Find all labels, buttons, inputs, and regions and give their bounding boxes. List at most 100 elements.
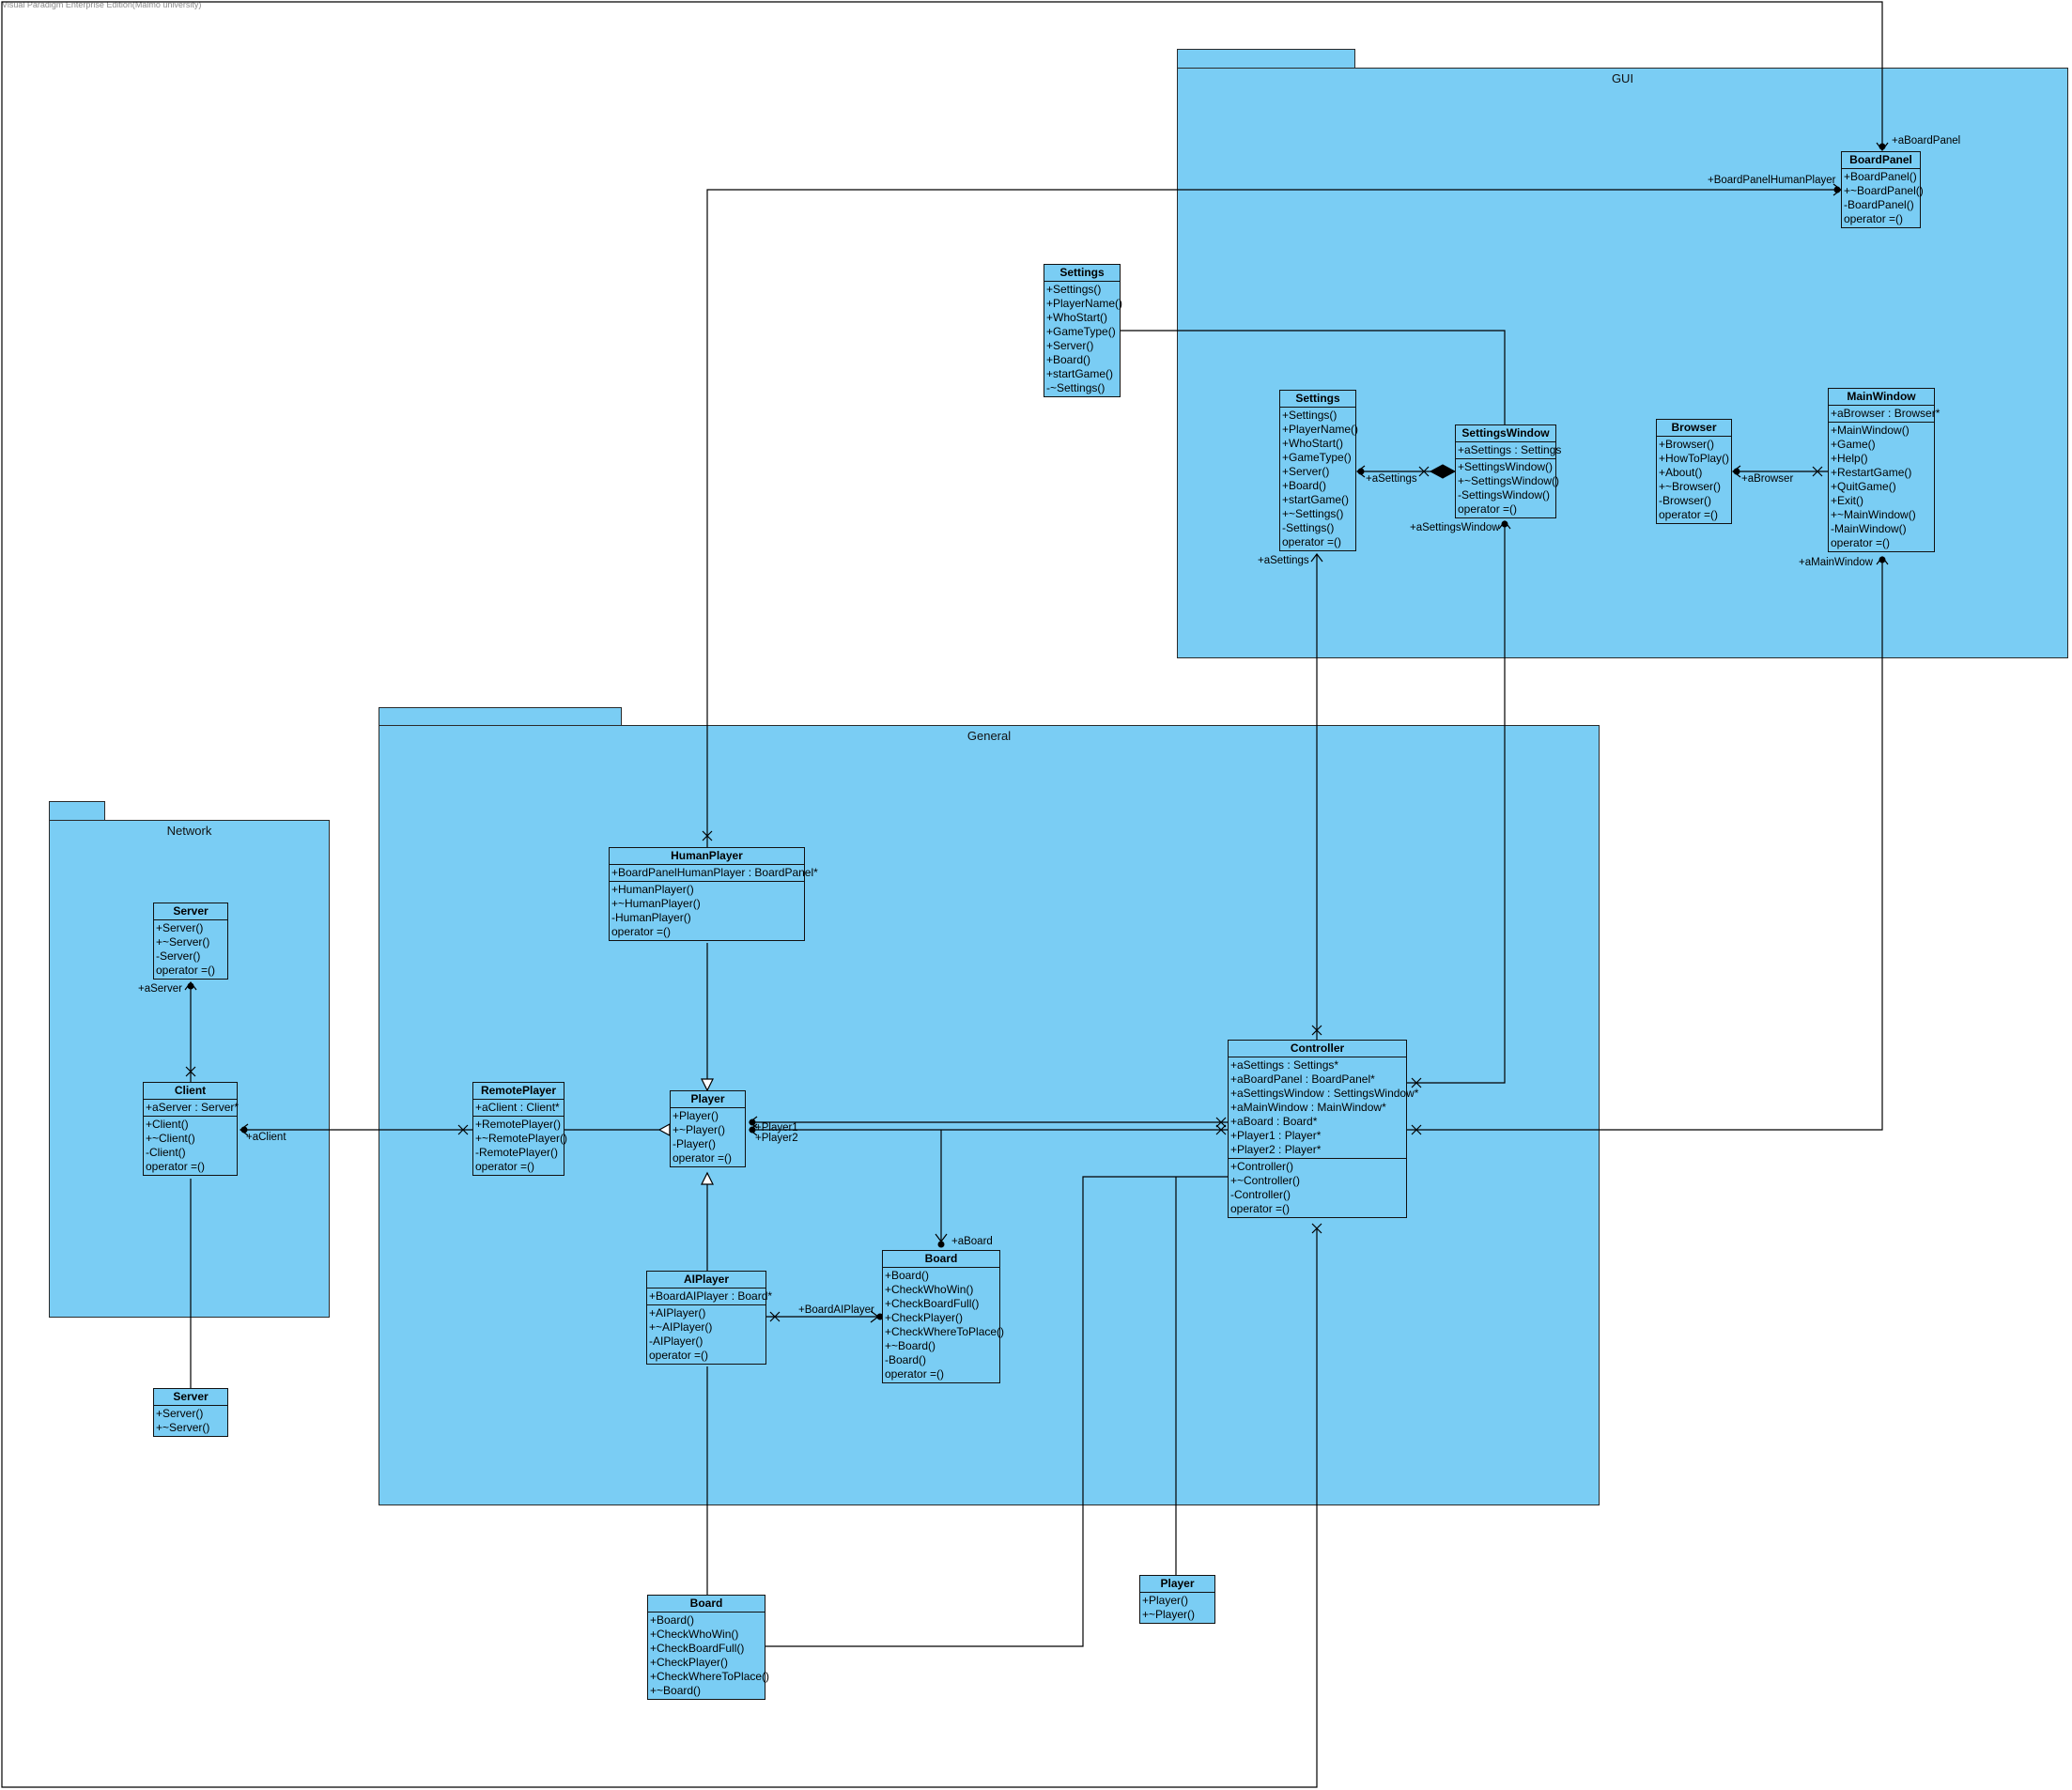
class-name: Controller <box>1229 1041 1406 1057</box>
class-settingswindow[interactable]: SettingsWindow+aSettings : Settings+Sett… <box>1455 424 1561 518</box>
operations-compartment: +Player()+~Player()-Player()operator =() <box>671 1108 745 1166</box>
watermark: Visual Paradigm Enterprise Edition(Malmo… <box>2 0 202 9</box>
class-attribute: +aBoardPanel : BoardPanel* <box>1230 1072 1375 1086</box>
class-operation: operator =() <box>611 925 672 938</box>
humanplayer-boardpanel-line <box>706 189 1841 847</box>
class-operation: +~Client() <box>146 1132 195 1145</box>
role-boardpanelhumanplayer: +BoardPanelHumanPlayer <box>1708 175 1836 186</box>
attributes-compartment: +aSettings : Settings*+aBoardPanel : Boa… <box>1229 1057 1418 1159</box>
class-server-network[interactable]: Server+Server()+~Server()-Server()operat… <box>153 903 228 980</box>
class-operation: -RemotePlayer() <box>475 1146 559 1159</box>
class-boardpanel[interactable]: BoardPanel+BoardPanel()+~BoardPanel()-Bo… <box>1841 151 1924 228</box>
operations-compartment: +Client()+~Client()-Client()operator =() <box>144 1117 237 1175</box>
class-operation: +Server() <box>1282 465 1330 478</box>
class-operation: +~Server() <box>156 935 210 949</box>
class-name: BoardPanel <box>1842 152 1920 169</box>
class-operation: -SettingsWindow() <box>1458 488 1551 502</box>
role-amainwindow: +aMainWindow <box>1799 557 1873 568</box>
class-operation: +Board() <box>1282 479 1327 492</box>
class-operation: -Settings() <box>1282 521 1335 534</box>
gui-package-name: GUI <box>1611 71 1634 85</box>
network-package-name: Network <box>166 824 212 838</box>
operations-compartment: +BoardPanel()+~BoardPanel()-BoardPanel()… <box>1842 169 1924 227</box>
class-attribute: +BoardAIPlayer : Board* <box>649 1289 773 1303</box>
composition-diamond <box>1429 464 1457 479</box>
operations-compartment: +Settings()+PlayerName()+WhoStart()+Game… <box>1280 408 1358 550</box>
role-aserver: +aServer <box>138 983 182 995</box>
class-humanplayer[interactable]: HumanPlayer+BoardPanelHumanPlayer : Boar… <box>609 847 818 941</box>
class-operation: +~Server() <box>156 1421 210 1434</box>
role-abrowser: +aBrowser <box>1741 473 1794 485</box>
class-operation: +~HumanPlayer() <box>611 897 701 910</box>
attributes-compartment: +BoardAIPlayer : Board* <box>647 1288 773 1305</box>
class-operation: operator =() <box>1659 508 1719 521</box>
class-operation: +CheckPlayer() <box>885 1311 964 1324</box>
class-operation: +CheckWhereToPlace() <box>885 1325 1005 1338</box>
class-operation: +CheckWhoWin() <box>650 1628 739 1641</box>
class-name: Settings <box>1044 265 1120 282</box>
class-name: Browser <box>1657 420 1731 437</box>
ownership-dots <box>187 143 1886 1320</box>
class-remoteplayer[interactable]: RemotePlayer+aClient : Client*+RemotePla… <box>472 1082 567 1176</box>
class-attribute: +aSettings : Settings* <box>1230 1058 1339 1072</box>
class-mainwindow[interactable]: MainWindow+aBrowser : Browser*+MainWindo… <box>1828 388 1941 552</box>
class-operation: +Server() <box>156 921 204 934</box>
class-operation: +~SettingsWindow() <box>1458 474 1560 487</box>
class-name: Board <box>648 1596 765 1613</box>
class-operation: +~Settings() <box>1282 507 1344 520</box>
class-name: Settings <box>1280 391 1355 408</box>
class-operation: operator =() <box>673 1151 733 1165</box>
class-operation: +~BoardPanel() <box>1844 184 1924 197</box>
class-client[interactable]: Client+aServer : Server*+Client()+~Clien… <box>143 1082 239 1176</box>
class-name: Board <box>883 1251 999 1268</box>
class-name: Player <box>671 1091 745 1108</box>
class-operation: +Settings() <box>1282 409 1338 422</box>
controller-boardpanel-line <box>1 1 1883 1788</box>
class-operation: +Client() <box>146 1118 189 1131</box>
class-browser[interactable]: Browser+Browser()+HowToPlay()+About()+~B… <box>1656 419 1732 524</box>
operations-compartment: +SettingsWindow()+~SettingsWindow()-Sett… <box>1456 459 1560 517</box>
attributes-compartment: +aServer : Server* <box>144 1100 239 1117</box>
class-name: HumanPlayer <box>610 848 804 865</box>
generalization-triangles <box>657 1078 714 1185</box>
class-settings-outer[interactable]: Settings+Settings()+PlayerName()+WhoStar… <box>1044 264 1123 397</box>
class-board-outer[interactable]: Board+Board()+CheckWhoWin()+CheckBoardFu… <box>647 1595 769 1700</box>
class-settings-gui[interactable]: Settings+Settings()+PlayerName()+WhoStar… <box>1279 390 1358 551</box>
operations-compartment: +Settings()+PlayerName()+WhoStart()+Game… <box>1044 282 1123 396</box>
class-operation: +CheckBoardFull() <box>650 1642 745 1655</box>
controller-mainwindow-line <box>1407 557 1883 1131</box>
role-player2: +Player2 <box>755 1133 798 1144</box>
class-operation: +Controller() <box>1230 1160 1294 1173</box>
attributes-compartment: +aBrowser : Browser* <box>1829 406 1941 423</box>
class-attribute: +BoardPanelHumanPlayer : BoardPanel* <box>611 866 818 879</box>
class-operation: +PlayerName() <box>1046 297 1123 310</box>
operations-compartment: +Board()+CheckWhoWin()+CheckBoardFull()+… <box>883 1268 1005 1382</box>
class-attribute: +aBrowser : Browser* <box>1831 407 1941 420</box>
class-server-outer[interactable]: Server+Server()+~Server() <box>153 1388 228 1437</box>
class-operation: -Client() <box>146 1146 186 1159</box>
role-boardaiplayer: +BoardAIPlayer <box>798 1304 874 1316</box>
class-operation: -Server() <box>156 949 201 963</box>
class-operation: +Help() <box>1831 452 1868 465</box>
class-operation: operator =() <box>156 964 216 977</box>
class-operation: +Player() <box>673 1109 719 1122</box>
class-operation: +CheckPlayer() <box>650 1656 729 1669</box>
class-player[interactable]: Player+Player()+~Player()-Player()operat… <box>670 1090 746 1167</box>
class-operation: +~Controller() <box>1230 1174 1301 1187</box>
operations-compartment: +Server()+~Server()-Server()operator =() <box>154 920 227 979</box>
class-board[interactable]: Board+Board()+CheckWhoWin()+CheckBoardFu… <box>882 1250 1005 1383</box>
operations-compartment: +Controller()+~Controller()-Controller()… <box>1229 1159 1406 1217</box>
class-operation: +CheckBoardFull() <box>885 1297 980 1310</box>
class-operation: +~Board() <box>650 1684 702 1697</box>
class-operation: +Board() <box>885 1269 930 1282</box>
class-operation: +RestartGame() <box>1831 466 1912 479</box>
class-player-outer[interactable]: Player+Player()+~Player() <box>1139 1575 1215 1624</box>
class-aiplayer[interactable]: AIPlayer+BoardAIPlayer : Board*+AIPlayer… <box>646 1271 773 1365</box>
class-operation: +HumanPlayer() <box>611 883 694 896</box>
class-name: Server <box>154 1389 227 1406</box>
class-controller[interactable]: Controller+aSettings : Settings*+aBoardP… <box>1228 1040 1418 1218</box>
role-player1: +Player1 <box>755 1122 798 1134</box>
class-operation: +BoardPanel() <box>1844 170 1917 183</box>
class-operation: -~Settings() <box>1046 381 1106 394</box>
